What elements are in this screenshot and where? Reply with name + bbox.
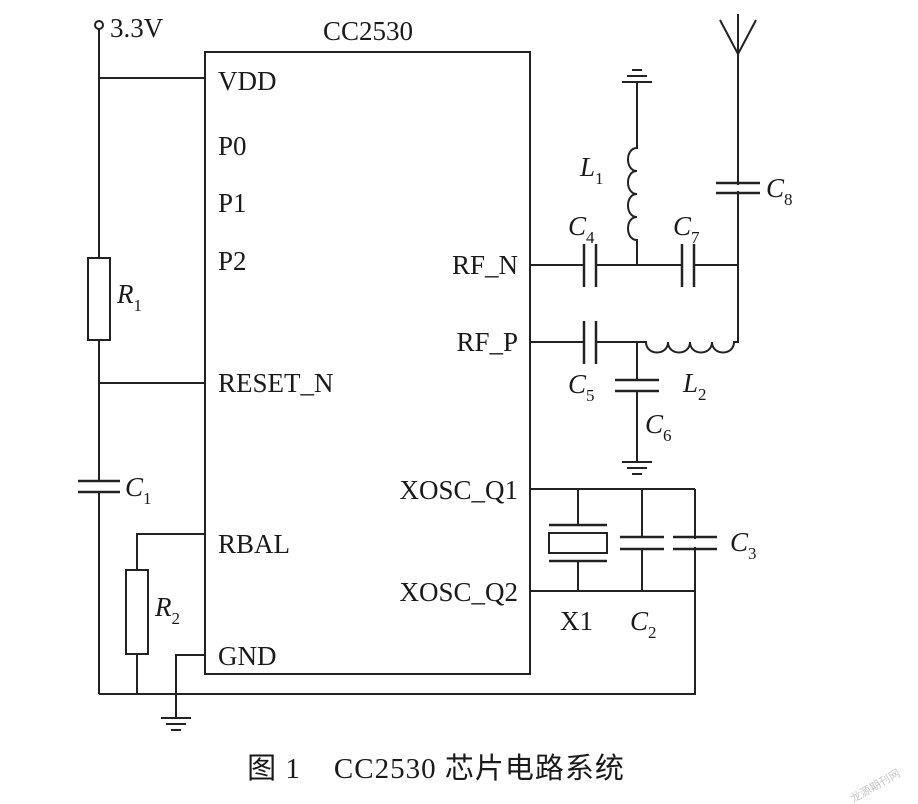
- pin-vdd: VDD: [218, 66, 277, 96]
- gnd-wire: [175, 654, 205, 718]
- bottom-rail: [99, 489, 696, 695]
- r2-resistor: [125, 569, 149, 655]
- x1-crystal: [549, 523, 607, 563]
- pin-xosc-q2: XOSC_Q2: [399, 577, 518, 607]
- c8-label: C8: [766, 173, 793, 209]
- r1-label: R1: [116, 279, 142, 315]
- r2-label: R2: [154, 592, 180, 628]
- c2-capacitor: [620, 535, 664, 551]
- c6-label: C6: [645, 409, 672, 445]
- c1-label: C1: [125, 472, 152, 508]
- c2-label: C2: [630, 606, 657, 642]
- pin-p2: P2: [218, 246, 247, 276]
- pin-rf-n: RF_N: [452, 250, 518, 280]
- c6-capacitor: [615, 378, 659, 393]
- supply-wire: [98, 29, 205, 258]
- pin-rf-p: RF_P: [456, 327, 518, 357]
- c7-label: C7: [673, 211, 700, 247]
- pin-xosc-q1: XOSC_Q1: [399, 475, 518, 505]
- c3-label: C3: [730, 527, 757, 563]
- c8-capacitor: [716, 181, 760, 195]
- c5-label: C5: [568, 369, 595, 405]
- supply-label: 3.3V: [110, 13, 164, 43]
- rbal-wire: [136, 533, 205, 570]
- x1-label: X1: [560, 606, 593, 636]
- l1-inductor: [627, 82, 638, 265]
- pin-rbal: RBAL: [218, 529, 290, 559]
- supply-terminal: [94, 20, 104, 30]
- chip-title: CC2530: [323, 16, 413, 46]
- ground-symbol-left: [161, 717, 191, 731]
- r1-resistor: [87, 257, 111, 341]
- ground-symbol-top: [622, 69, 652, 83]
- l2-inductor: [637, 264, 739, 354]
- l2-label: L2: [682, 368, 707, 404]
- pin-gnd: GND: [218, 641, 277, 671]
- l1-label: L1: [579, 152, 604, 188]
- figure-caption: 图 1 CC2530 芯片电路系统: [247, 752, 625, 785]
- c4-label: C4: [568, 211, 595, 247]
- ground-symbol-rf: [622, 461, 652, 475]
- c7-capacitor: [680, 244, 696, 287]
- antenna-icon: [719, 14, 757, 264]
- pin-p0: P0: [218, 131, 247, 161]
- reset-wire: [98, 340, 205, 481]
- cc2530-chip-body: [204, 51, 531, 675]
- x1-crystal-body: [548, 532, 608, 554]
- c4-capacitor: [582, 244, 598, 287]
- c3-capacitor: [673, 535, 717, 551]
- watermark: 龙源期刊网: [848, 766, 903, 804]
- c5-capacitor: [582, 321, 598, 364]
- pin-p1: P1: [218, 188, 247, 218]
- pin-reset-n: RESET_N: [218, 368, 334, 398]
- c1-capacitor: [78, 479, 120, 494]
